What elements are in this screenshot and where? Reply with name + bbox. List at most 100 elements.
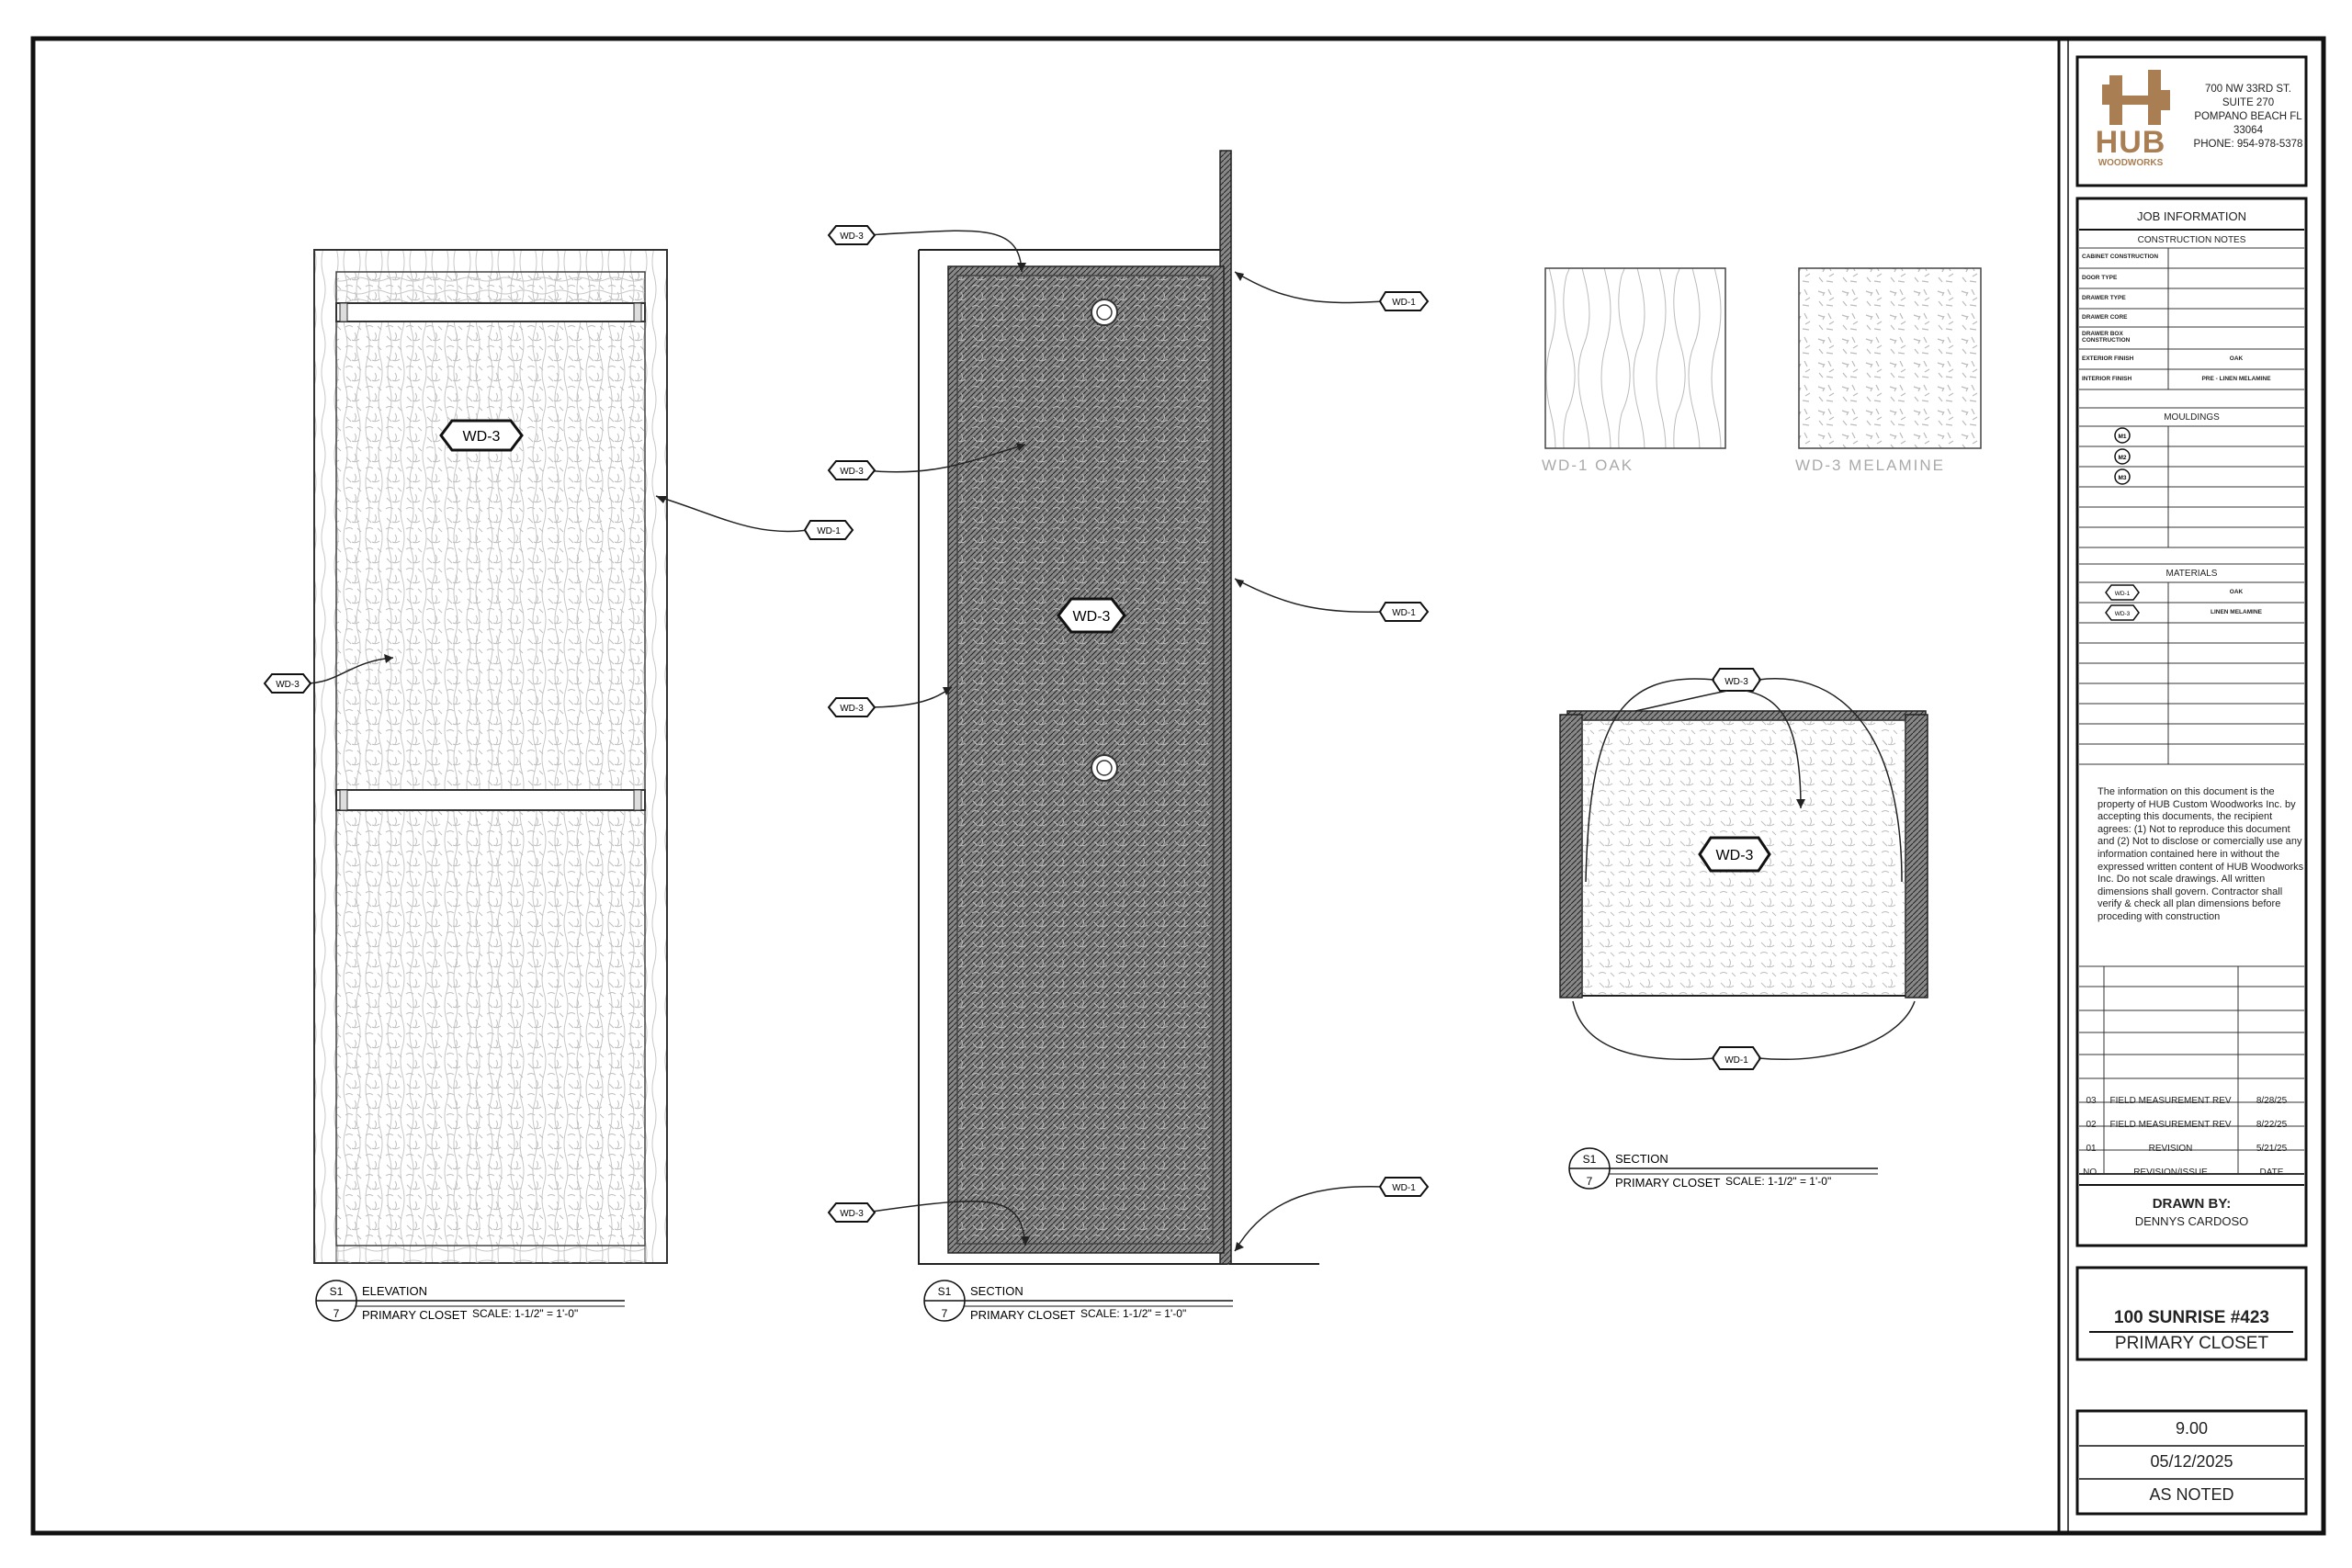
svg-text:7: 7 xyxy=(942,1307,948,1320)
svg-text:7: 7 xyxy=(334,1307,340,1320)
note-label: DRAWER CORE xyxy=(2082,314,2128,321)
note-label: DRAWER BOX CONSTRUCTION xyxy=(2082,331,2131,344)
construction-notes-title: CONSTRUCTION NOTES xyxy=(2137,235,2246,245)
sheet-scale: AS NOTED xyxy=(2149,1485,2234,1504)
tag-label: WD-3 xyxy=(463,429,501,445)
svg-text:PRIMARY CLOSET: PRIMARY CLOSET xyxy=(970,1308,1075,1322)
project-box xyxy=(2075,1266,2308,1361)
job-info-title: JOB INFORMATION xyxy=(2137,209,2246,223)
revision-date: 8/22/25 xyxy=(2256,1120,2288,1130)
tag-label: WD-3 xyxy=(840,467,864,477)
tag-label: WD-1 xyxy=(1724,1055,1748,1066)
closet-rod-upper xyxy=(335,302,646,322)
tag-label: WD-3 xyxy=(840,1209,864,1219)
tag-label: WD-3 xyxy=(1073,609,1111,625)
rod-section-upper xyxy=(1091,299,1118,326)
note-value: OAK xyxy=(2229,355,2244,362)
revision-date: 8/28/25 xyxy=(2256,1096,2288,1106)
address-line: PHONE: 954-978-5378 xyxy=(2193,139,2303,150)
note-label: DRAWER TYPE xyxy=(2082,295,2126,301)
svg-text:WD-1: WD-1 xyxy=(2115,591,2131,597)
svg-text:PRIMARY CLOSET: PRIMARY CLOSET xyxy=(362,1308,467,1322)
material-tag-wd3 xyxy=(263,673,312,694)
logo-subtitle: WOODWORKS xyxy=(2098,158,2164,168)
tag-label: WD-3 xyxy=(1724,677,1748,687)
moulding-tags: M1 M2 M3 xyxy=(2114,427,2131,485)
company-logo xyxy=(2102,70,2170,125)
svg-text:ELEVATION: ELEVATION xyxy=(362,1284,427,1298)
address-line: 33064 xyxy=(2233,125,2263,136)
svg-text:SCALE: 1-1/2" = 1'-0": SCALE: 1-1/2" = 1'-0" xyxy=(1725,1175,1831,1188)
tag-label: WD-1 xyxy=(817,526,841,536)
elevation-title: S1 7 ELEVATION PRIMARY CLOSET SCALE: 1-1… xyxy=(315,1280,625,1322)
address-line: SUITE 270 xyxy=(2222,97,2275,108)
revision-grid xyxy=(2079,965,2304,1175)
material-tag-wd3-large xyxy=(439,419,524,452)
sheet-border xyxy=(30,36,2326,1536)
svg-text:SECTION: SECTION xyxy=(1615,1152,1668,1166)
swatch-caption: WD-1 OAK xyxy=(1542,457,1634,474)
tag-label: WD-3 xyxy=(840,231,864,242)
revision-header-date: DATE xyxy=(2259,1168,2284,1178)
svg-text:WD-3: WD-3 xyxy=(2115,611,2131,617)
svg-text:M2: M2 xyxy=(2118,455,2126,461)
tag-label: WD-3 xyxy=(840,704,864,714)
material-tag-wd3-large xyxy=(1057,597,1126,634)
rod-section-lower xyxy=(1091,754,1118,782)
revision-desc: REVISION xyxy=(2148,1144,2193,1154)
note-label: EXTERIOR FINISH xyxy=(2082,355,2134,362)
mouldings-title: MOULDINGS xyxy=(2164,412,2220,423)
plan-section-title: S1 7 SECTION PRIMARY CLOSET SCALE: 1-1/2… xyxy=(1568,1147,1878,1190)
revision-desc: FIELD MEASUREMENT REV xyxy=(2109,1120,2232,1130)
material-tag-wd3 xyxy=(827,697,876,717)
note-value: PRE - LINEN MELAMINE xyxy=(2201,376,2271,382)
material-name: LINEN MELAMINE xyxy=(2211,609,2262,615)
svg-text:M3: M3 xyxy=(2118,475,2126,481)
note-label: CABINET CONSTRUCTION xyxy=(2082,254,2159,260)
project-name: 100 SUNRISE #423 xyxy=(2114,1308,2269,1327)
revision-no: 02 xyxy=(2086,1120,2097,1130)
tag-label: WD-3 xyxy=(276,680,300,690)
tag-label: WD-1 xyxy=(1392,608,1416,618)
construction-notes-grid xyxy=(2079,247,2304,765)
plan-section-view: WD-3 WD-3 WD-1 xyxy=(1559,668,1928,1070)
svg-text:SECTION: SECTION xyxy=(970,1284,1023,1298)
address-line: POMPANO BEACH FL xyxy=(2194,111,2302,122)
swatch-caption: WD-3 MELAMINE xyxy=(1795,457,1945,474)
company-address: 700 NW 33RD ST. SUITE 270 POMPANO BEACH … xyxy=(2179,83,2317,152)
revision-date: 5/21/25 xyxy=(2256,1144,2288,1154)
confidentiality-notice: The information on this document is the … xyxy=(2098,786,2304,922)
tag-label: WD-1 xyxy=(1392,298,1416,308)
section-title: S1 7 SECTION PRIMARY CLOSET SCALE: 1-1/2… xyxy=(923,1280,1233,1322)
sheet-number: 9.00 xyxy=(2175,1419,2209,1438)
tag-label: WD-3 xyxy=(1716,848,1754,863)
svg-text:S1: S1 xyxy=(938,1285,952,1298)
revision-no: 03 xyxy=(2086,1096,2097,1106)
svg-text:S1: S1 xyxy=(330,1285,344,1298)
section-view: WD-3 WD-3 WD-3 WD-3 WD-3 WD-1 WD-1 WD-1 xyxy=(827,150,1430,1265)
logo-box xyxy=(2075,55,2308,187)
material-tag-wd1 xyxy=(1378,602,1430,622)
material-tag-wd1 xyxy=(803,520,854,540)
svg-text:PRIMARY CLOSET: PRIMARY CLOSET xyxy=(1615,1176,1720,1190)
note-label: INTERIOR FINISH xyxy=(2082,376,2132,382)
materials-title: MATERIALS xyxy=(2165,569,2218,579)
project-room: PRIMARY CLOSET xyxy=(2114,1334,2269,1353)
material-name: OAK xyxy=(2229,589,2244,595)
material-list-tags: WD-1 WD-3 xyxy=(2105,584,2140,621)
address-line: 700 NW 33RD ST. xyxy=(2205,84,2291,95)
sheet-date: 05/12/2025 xyxy=(2150,1452,2233,1471)
material-tag-wd3 xyxy=(827,460,876,480)
swatch-wd3: WD-3 MELAMINE xyxy=(1795,267,1982,474)
sheet-info-box xyxy=(2075,1409,2308,1516)
tag-label: WD-1 xyxy=(1392,1183,1416,1193)
elevation-view: WD-3 WD-1 WD-3 xyxy=(263,249,854,1264)
material-tag-wd3 xyxy=(827,1202,876,1223)
svg-text:M1: M1 xyxy=(2118,434,2126,440)
revision-header-no: NO. xyxy=(2083,1168,2099,1178)
swatch-wd1: WD-1 OAK xyxy=(1542,267,1726,474)
svg-text:SCALE: 1-1/2" = 1'-0": SCALE: 1-1/2" = 1'-0" xyxy=(1080,1307,1186,1320)
job-info-box xyxy=(2075,197,2308,1247)
material-tag-wd3-large xyxy=(1698,836,1771,873)
